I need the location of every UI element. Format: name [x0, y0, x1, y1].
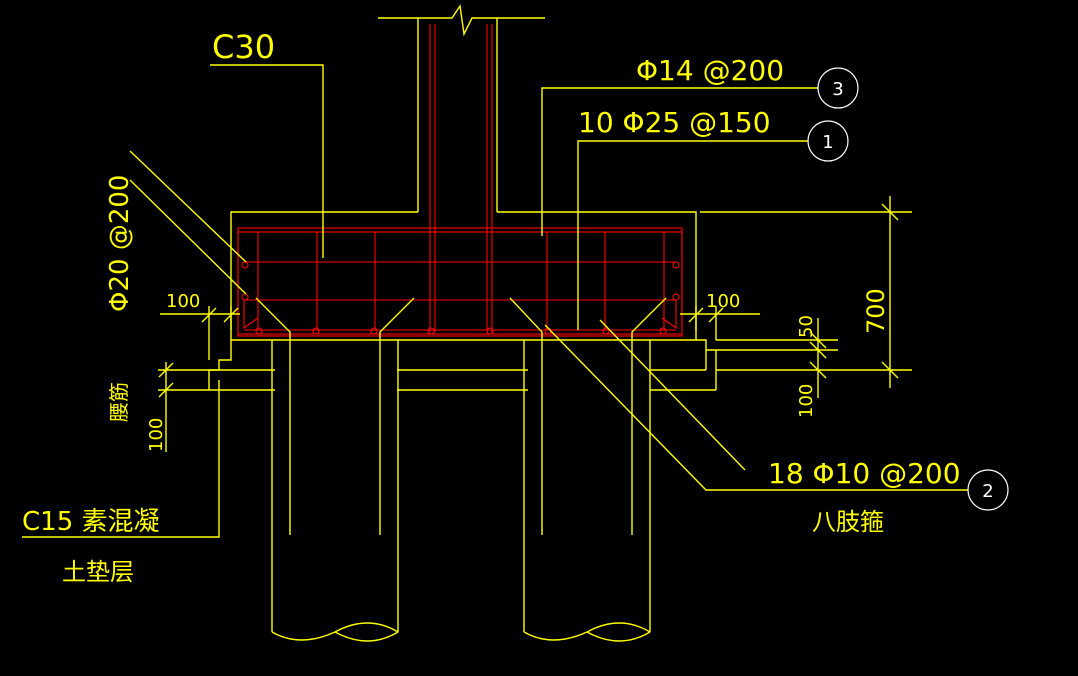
marker-1: 1	[807, 120, 849, 162]
dim-100-right-label: 100	[706, 291, 740, 312]
pile-cap-outline	[230, 211, 697, 341]
marker-2-text: 2	[982, 481, 993, 502]
dimension-lines	[158, 196, 912, 452]
top-rebar-label: Φ14 @200	[636, 54, 784, 87]
bedding-label-line1: C15 素混凝	[22, 507, 160, 537]
marker-3: 3	[817, 67, 859, 109]
dim-100-left-label: 100	[166, 291, 200, 312]
marker-3-text: 3	[832, 79, 843, 100]
marker-1-text: 1	[822, 132, 833, 153]
bottom-rebar-label: 10 Φ25 @150	[578, 106, 771, 139]
bedding-label-line2: 土垫层	[62, 558, 134, 586]
column-outline	[378, 4, 545, 212]
pile-right	[523, 340, 651, 642]
dim-50-label: 50	[796, 315, 817, 338]
bedding-layer	[208, 339, 717, 391]
stirrup-type-label: 八肢箍	[812, 508, 884, 536]
concrete-grade-label: C30	[212, 28, 275, 66]
pile-anchor-lines	[255, 297, 667, 340]
side-rebar-label: Φ20 @200	[105, 175, 135, 312]
column-rebar	[429, 24, 493, 332]
pile-left	[271, 340, 399, 642]
stirrup-label: 18 Φ10 @200	[768, 457, 961, 490]
rebar-cage	[237, 227, 683, 337]
waist-bar-label: 腰筋	[107, 382, 131, 422]
leader-lines	[22, 64, 968, 538]
dim-100-bottom-left-label: 100	[146, 418, 167, 452]
dim-700-label: 700	[862, 288, 890, 334]
dim-100-bottom-right-label: 100	[796, 384, 817, 418]
marker-2: 2	[967, 469, 1009, 511]
